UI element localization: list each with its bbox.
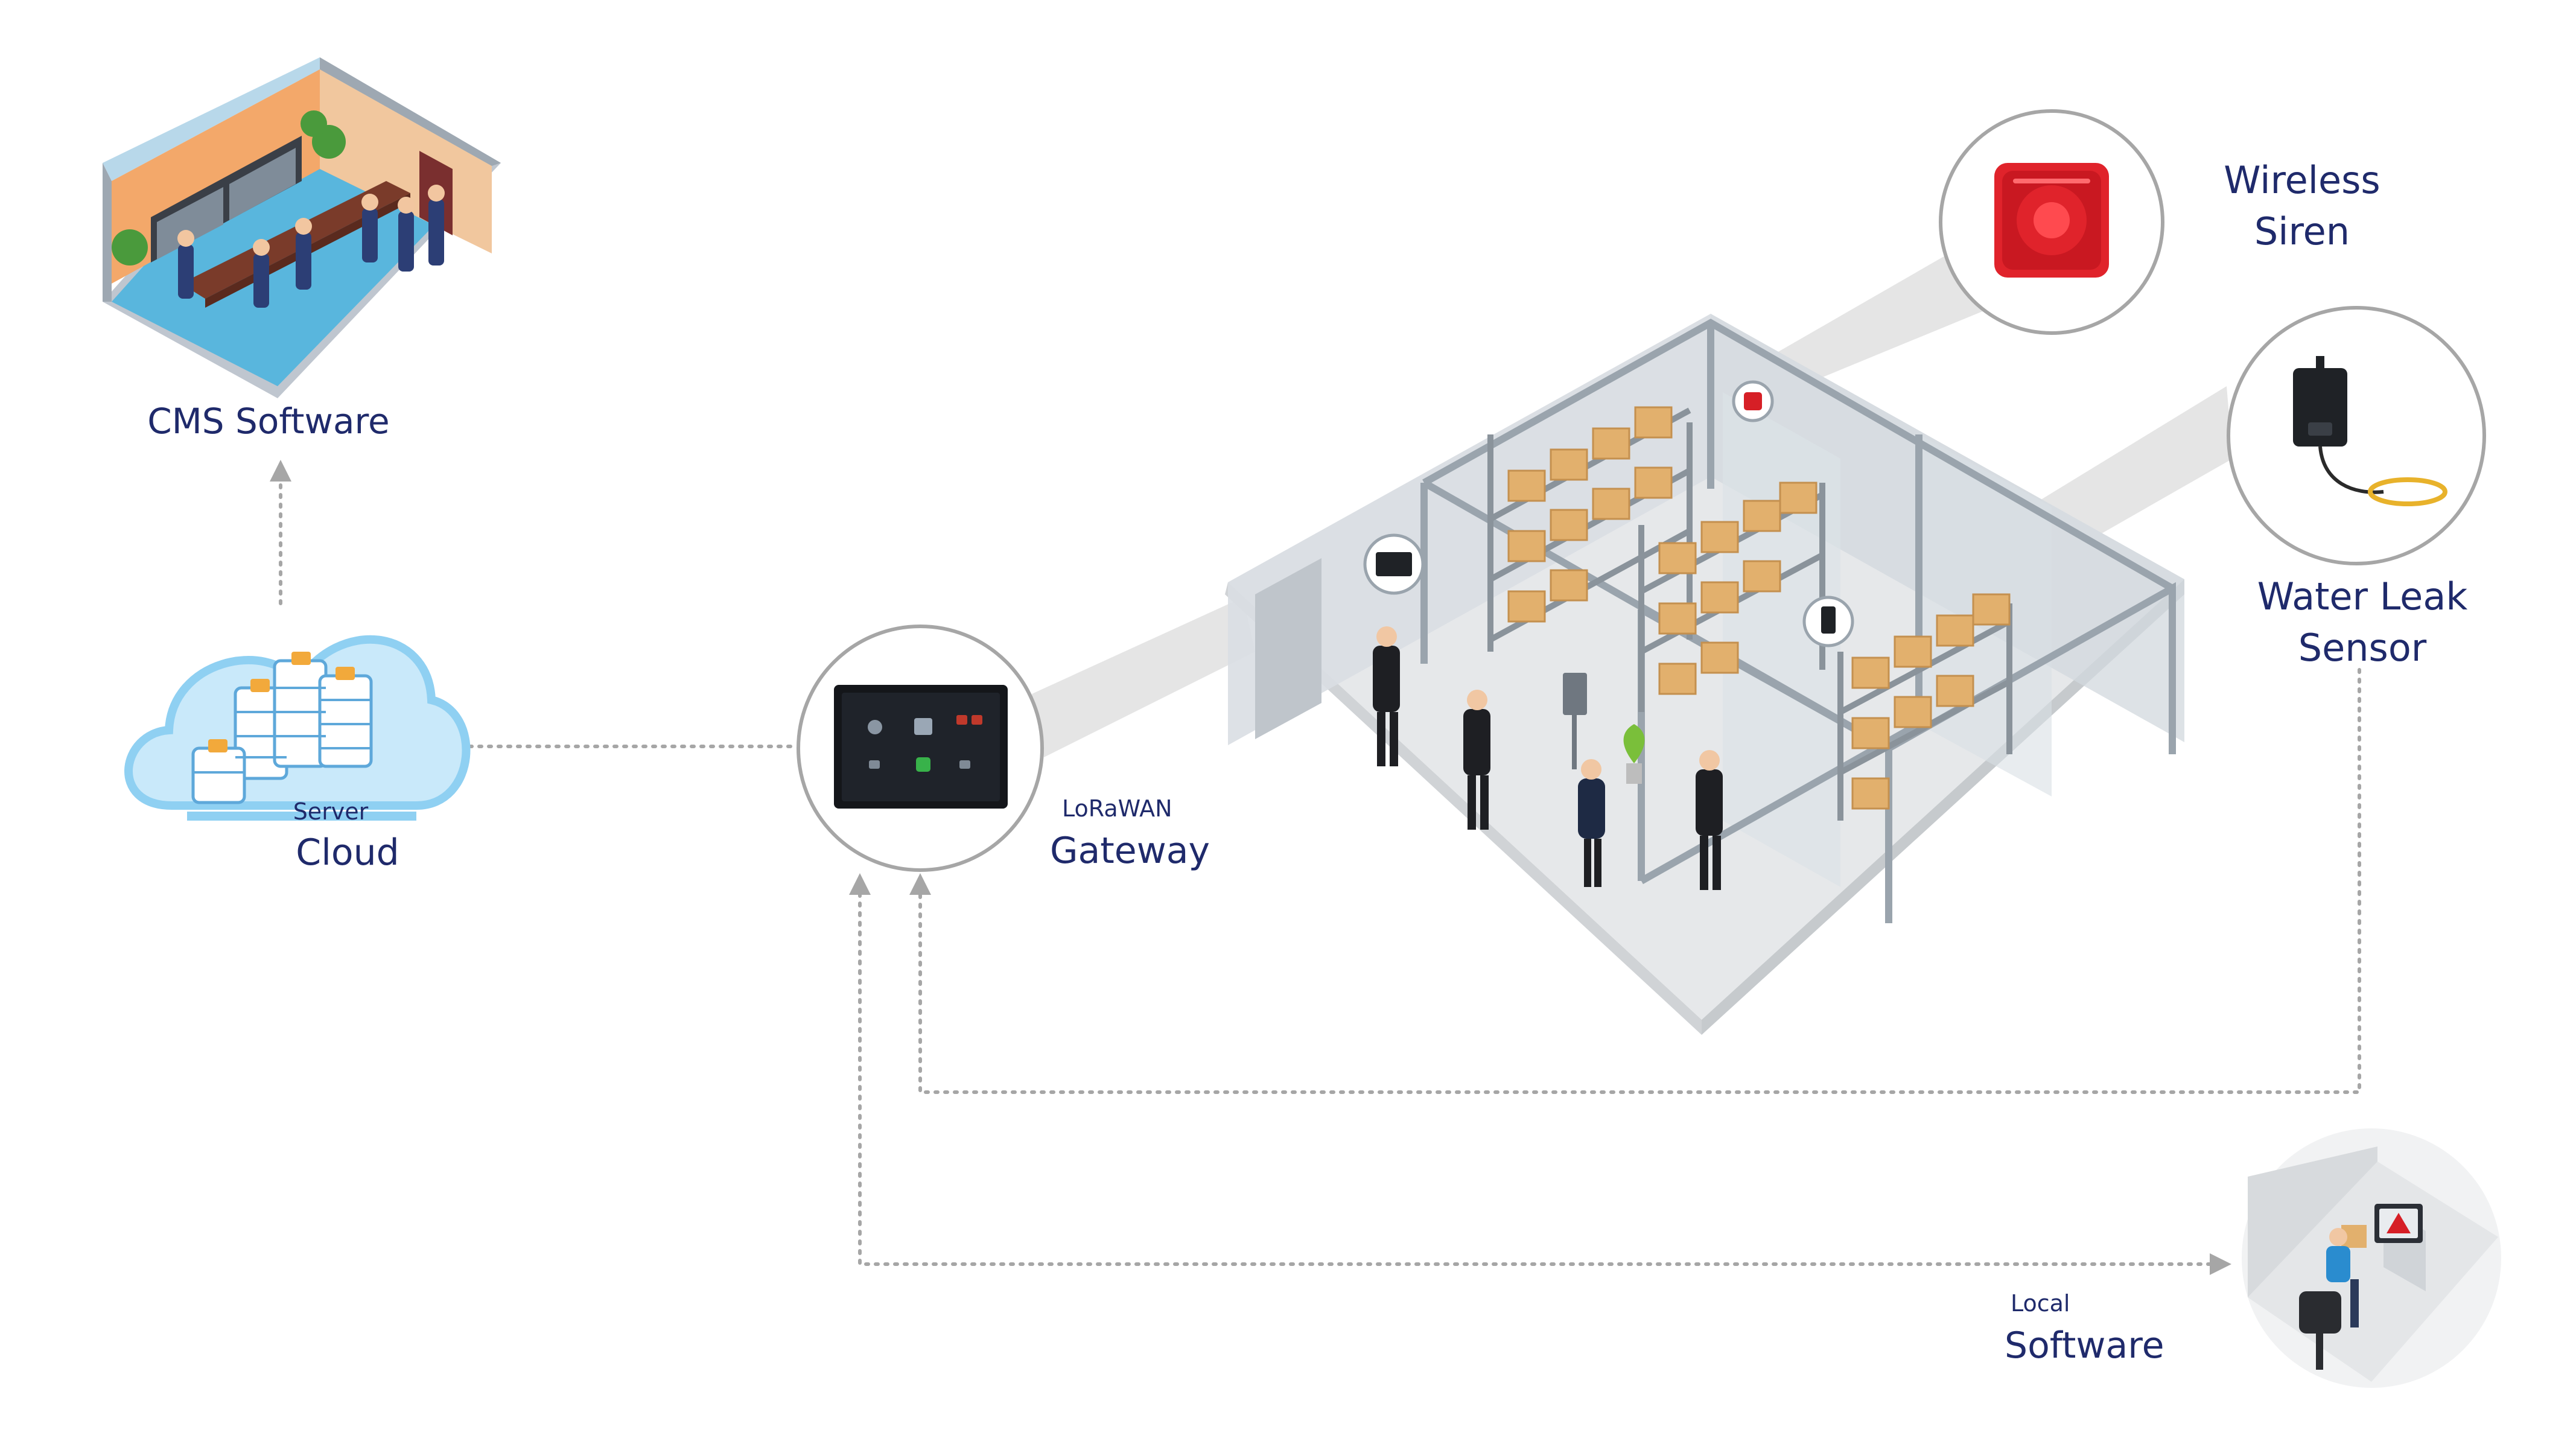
siren-label-line1: Wireless	[2224, 158, 2380, 202]
control-room-icon	[103, 57, 501, 398]
plant	[1623, 724, 1645, 784]
leak-label-line1: Water Leak	[2257, 574, 2468, 618]
warehouse-siren-marker	[1732, 380, 1774, 422]
warehouse-gateway-marker	[1363, 533, 1425, 595]
kiosk	[1563, 673, 1587, 769]
cloud-server-icon	[124, 635, 471, 821]
connectors	[270, 460, 2361, 1275]
water-leak-sensor-icon	[2227, 306, 2486, 565]
connector-gateway-to-local	[849, 873, 2231, 1275]
gateway-large-label: Gateway	[1050, 830, 1210, 872]
cloud-small-label: Server	[293, 798, 369, 825]
cms-software-label: CMS Software	[147, 401, 389, 442]
warehouse-icon	[1225, 314, 2184, 1035]
gateway-small-label: LoRaWAN	[1062, 795, 1172, 822]
leak-label-line2: Sensor	[2298, 626, 2427, 670]
touchscreen-gateway-icon	[797, 625, 1044, 872]
siren-beam	[1750, 253, 1991, 392]
siren-label-line2: Siren	[2254, 209, 2350, 253]
server-stacks	[191, 652, 373, 804]
people-group	[1373, 646, 1723, 890]
workstation-icon	[2242, 1128, 2501, 1388]
local-small-label: Local	[2011, 1290, 2070, 1317]
warehouse-leak-marker	[1802, 596, 1854, 647]
cloud-large-label: Cloud	[296, 831, 399, 874]
gateway-beam	[1032, 597, 1255, 757]
siren-icon	[1939, 109, 2164, 335]
local-large-label: Software	[2005, 1324, 2164, 1367]
